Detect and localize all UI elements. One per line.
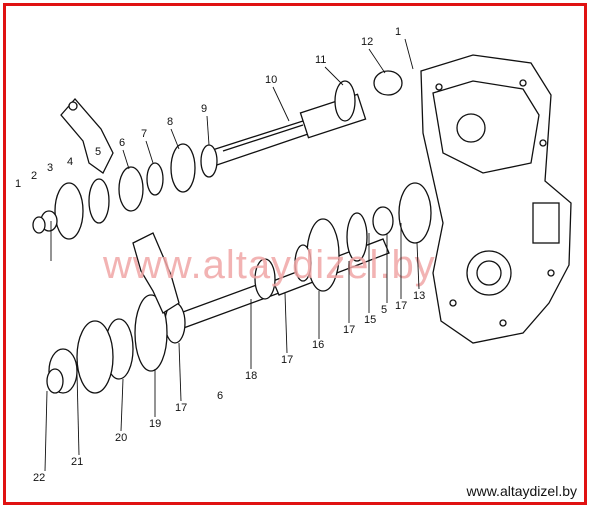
callout-20: 20 [115, 432, 127, 444]
callout-labels: 1 2 3 4 5 6 7 8 9 10 11 12 1 13 17 5 15 … [15, 26, 425, 484]
callout-1b: 1 [395, 26, 401, 38]
watermark-text: www.altaydizel.by [102, 243, 436, 287]
diagram-frame: www.altaydizel.by 1 2 3 4 5 6 7 8 9 10 1… [3, 3, 587, 505]
callout-19: 19 [149, 418, 161, 430]
callout-4: 4 [67, 156, 73, 168]
lower-gears [46, 182, 432, 394]
callout-17c: 17 [281, 354, 293, 366]
callout-17b: 17 [343, 324, 355, 336]
callout-6b: 6 [217, 390, 223, 402]
callout-22: 22 [33, 472, 45, 484]
site-footer-text: www.altaydizel.by [466, 483, 578, 499]
callout-17d: 17 [175, 402, 187, 414]
callout-7: 7 [141, 128, 147, 140]
callout-15: 15 [364, 314, 376, 326]
callout-17a: 17 [395, 300, 407, 312]
exploded-gearbox-diagram: www.altaydizel.by 1 2 3 4 5 6 7 8 9 10 1… [15, 26, 572, 484]
callout-1a: 1 [15, 178, 21, 190]
callout-18: 18 [245, 370, 257, 382]
callout-21: 21 [71, 456, 83, 468]
callout-5b: 5 [381, 304, 387, 316]
leader-lines [44, 38, 420, 472]
shift-fork-lower [132, 232, 180, 314]
shift-fork-upper [60, 98, 114, 174]
callout-11: 11 [315, 54, 326, 66]
callout-9: 9 [201, 103, 207, 115]
gearbox-housing [420, 54, 572, 344]
callout-12: 12 [361, 36, 373, 48]
red-frame-border [3, 3, 587, 505]
callout-13: 13 [413, 290, 425, 302]
callout-2: 2 [31, 170, 37, 182]
callout-6a: 6 [119, 137, 125, 149]
callout-3: 3 [47, 162, 53, 174]
upper-gears [32, 70, 403, 240]
callout-10: 10 [265, 74, 277, 86]
callout-8: 8 [167, 116, 173, 128]
callout-16: 16 [312, 339, 324, 351]
callout-5a: 5 [95, 146, 101, 158]
